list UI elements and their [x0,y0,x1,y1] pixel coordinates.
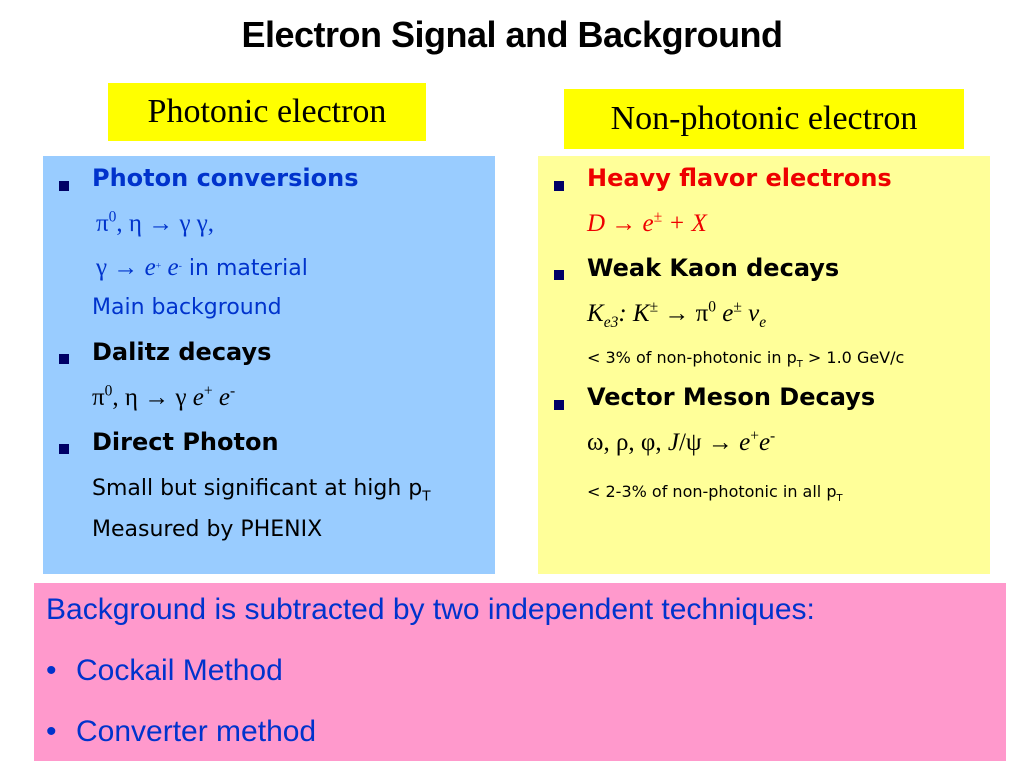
dalitz-decay-line: π0, η → γ e+ e- [92,382,236,411]
main-background-line: Main background [92,295,282,320]
direct-photon-heading: Direct Photon [92,428,279,456]
weak-kaon-heading: Weak Kaon decays [587,254,840,282]
converter-method-item: • Converter method [46,715,316,749]
ke3-decay-line: Ke3: K± → π0 e± νe [587,298,767,331]
pi-eta-gamma-gamma-line: π0, η → γ γ, [96,208,215,237]
dalitz-decays-heading: Dalitz decays [92,338,272,366]
slide-title: Electron Signal and Background [241,14,783,55]
photonic-electron-label: Photonic electron [108,83,426,141]
non-photonic-electron-label: Non-photonic electron [564,89,964,149]
kaon-fraction-line: < 3% of non-photonic in pT > 1.0 GeV/c [587,348,905,371]
photon-conversions-heading: Photon conversions [92,164,359,192]
vector-meson-heading: Vector Meson Decays [587,383,876,411]
cocktail-method-item: • Cockail Method [46,654,283,688]
photonic-panel: Photon conversions π0, η → γ γ, γ → e+ e… [43,156,495,574]
bullet-square-icon [59,354,69,364]
gamma-conversion-line: γ → e+ e- in material [96,254,308,281]
background-subtraction-panel: Background is subtracted by two independ… [34,583,1006,761]
bullet-square-icon [554,181,564,191]
bullet-dot-icon: • [46,654,57,687]
non-photonic-panel: Heavy flavor electrons D → e± + X Weak K… [538,156,990,574]
bullet-square-icon [554,270,564,280]
vector-meson-fraction-line: < 2-3% of non-photonic in all pT [587,482,843,505]
vector-meson-decay-line: ω, ρ, φ, J/ψ → e+e- [587,427,776,456]
converter-method-label: Converter method [76,715,317,748]
d-decay-line: D → e± + X [587,208,707,237]
bullet-square-icon [59,444,69,454]
small-but-significant-line: Small but significant at high pT [92,476,431,505]
bullet-dot-icon: • [46,715,57,748]
heavy-flavor-heading: Heavy flavor electrons [587,164,892,192]
bullet-square-icon [59,181,69,191]
cocktail-method-label: Cockail Method [76,654,283,687]
background-subtraction-text: Background is subtracted by two independ… [46,593,815,626]
bullet-square-icon [554,400,564,410]
measured-by-phenix-line: Measured by PHENIX [92,517,323,542]
